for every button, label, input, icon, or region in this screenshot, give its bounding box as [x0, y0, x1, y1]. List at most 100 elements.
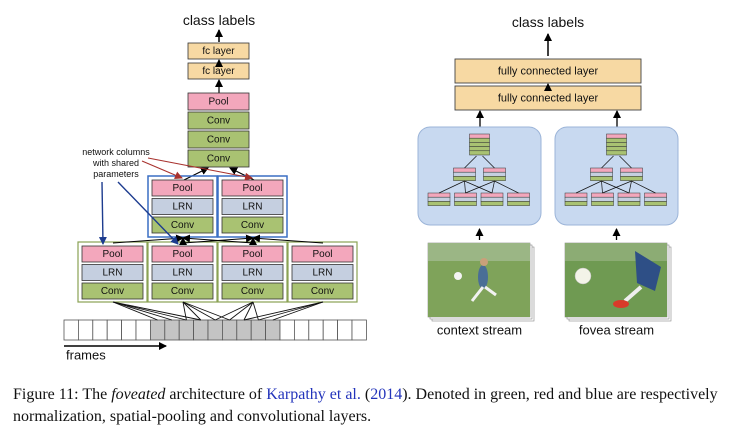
- layer-label: Conv: [241, 220, 264, 231]
- frames-label: frames: [66, 348, 106, 363]
- mini-layer: [454, 196, 477, 202]
- layer-label: Pool: [172, 249, 192, 260]
- frame-cell: [337, 319, 353, 341]
- ball: [574, 267, 592, 285]
- mini-layer: [454, 192, 477, 198]
- mini-layer: [453, 167, 476, 173]
- player-leg: [470, 286, 485, 302]
- citation-link-author[interactable]: Karpathy et al.: [266, 386, 361, 403]
- mini-connection: [601, 180, 630, 194]
- frame-cell: [322, 319, 339, 341]
- player-leg: [623, 285, 643, 303]
- mini-layer: [590, 171, 613, 177]
- mini-layer: [480, 201, 504, 206]
- context-stream-panel: [417, 126, 542, 226]
- citation-link-year[interactable]: 2014: [370, 386, 403, 403]
- layer-label: Pool: [102, 249, 122, 260]
- frame-connection: [182, 301, 216, 321]
- layer-label: fully connected layer: [498, 66, 599, 78]
- mini-connection: [494, 180, 519, 194]
- mini-connection: [464, 155, 477, 169]
- layer-label: Pool: [242, 183, 262, 194]
- stream-label: context stream: [437, 323, 522, 338]
- layer-label: Conv: [241, 286, 264, 297]
- mini-layer: [644, 201, 667, 206]
- mini-layer: [590, 176, 613, 181]
- context-image: [427, 242, 535, 322]
- caption-text-rest: . Denoted in green, red and blue are res…: [13, 386, 718, 425]
- frame-cell: [193, 319, 209, 341]
- pool-box: [221, 245, 284, 263]
- player-figure: [478, 265, 488, 289]
- mini-connection: [631, 180, 656, 194]
- mini-connection: [619, 155, 632, 169]
- lrn-box: [291, 264, 354, 281]
- conv-box: [151, 282, 214, 300]
- mini-connection: [465, 180, 495, 194]
- mini-layer: [617, 192, 641, 198]
- mini-layer: [469, 150, 490, 156]
- mini-layer: [507, 196, 530, 202]
- annotation-line: parameters: [93, 169, 139, 179]
- layer-label: LRN: [242, 268, 262, 279]
- frame-cell: [78, 319, 94, 341]
- layer-label: Pool: [208, 97, 228, 108]
- mini-layer: [617, 201, 641, 206]
- player-leg: [484, 285, 497, 297]
- layer-label: LRN: [172, 202, 192, 213]
- mini-layer: [469, 137, 490, 143]
- mini-connection: [482, 155, 495, 169]
- mini-layer: [606, 133, 627, 139]
- frame-cell: [236, 319, 252, 341]
- conv-box: [221, 216, 284, 234]
- mini-connection: [464, 180, 466, 194]
- frame-connection: [182, 301, 187, 321]
- stream-label: fovea stream: [579, 323, 654, 338]
- ball: [454, 272, 462, 280]
- frame-connection: [258, 301, 324, 321]
- player-head: [480, 258, 488, 266]
- layer-label: Conv: [171, 286, 194, 297]
- mini-layer: [483, 167, 506, 173]
- lrn-box: [151, 198, 214, 215]
- mini-layer: [454, 201, 477, 206]
- layer-label: fc layer: [202, 46, 235, 57]
- connection-arrow: [252, 234, 324, 244]
- lrn-box: [81, 264, 144, 281]
- mini-layer: [469, 146, 490, 152]
- fovea-image: [564, 242, 672, 322]
- layer-label: Conv: [311, 286, 334, 297]
- conv-box: [187, 111, 250, 130]
- layer-label: Conv: [101, 286, 124, 297]
- frame-cell: [250, 319, 266, 341]
- frame-connection: [112, 301, 158, 321]
- frame-cell: [92, 319, 108, 341]
- frame-cell: [63, 319, 79, 341]
- pool-box: [151, 245, 214, 263]
- mini-layer: [620, 167, 643, 173]
- frame-cell: [121, 319, 137, 341]
- caption-figure-label: Figure 11:: [13, 386, 79, 403]
- frame-cell: [308, 319, 324, 341]
- fovea-stream-panel: [554, 126, 679, 226]
- mini-layer: [507, 192, 530, 198]
- mini-layer: [453, 171, 476, 177]
- layer-label: Conv: [207, 116, 230, 127]
- annotation-arrow: [117, 181, 179, 245]
- caption-emphasis: foveated: [111, 386, 166, 403]
- annotation-arrow: [147, 157, 253, 181]
- mini-layer: [507, 201, 530, 206]
- layer-label: LRN: [312, 268, 332, 279]
- lrn-box: [221, 198, 284, 215]
- layer-label: fully connected layer: [498, 93, 599, 105]
- annotation-arrow: [98, 181, 107, 245]
- mini-layer: [480, 196, 504, 202]
- mini-layer: [606, 137, 627, 143]
- mini-layer: [469, 142, 490, 147]
- frame-connection: [182, 301, 202, 321]
- mini-connection: [464, 180, 493, 194]
- mini-layer: [564, 196, 588, 202]
- pool-box: [81, 245, 144, 263]
- frame-cell: [293, 319, 310, 341]
